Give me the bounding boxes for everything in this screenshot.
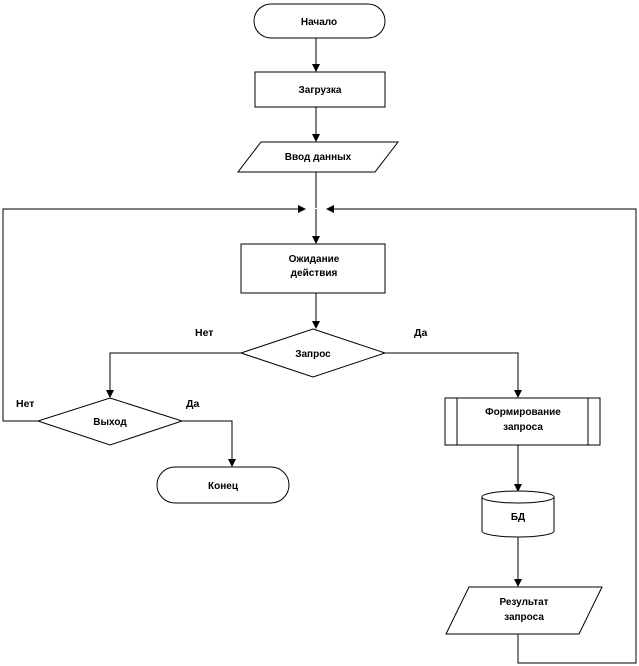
- connector-exit-yes: [182, 420, 236, 467]
- connector-exit-no-loop: [2, 205, 306, 422]
- exit-yes-label: Да: [186, 398, 199, 410]
- query-label: Запрос: [295, 349, 331, 360]
- form-label-line2: запроса: [503, 422, 543, 433]
- input-data-parallelogram: Ввод данных: [236, 141, 400, 173]
- wait-process: Ожидание действия: [240, 243, 386, 294]
- db-label: БД: [511, 512, 525, 523]
- end-label: Конец: [208, 481, 239, 492]
- form-query-subprocess: Формирование запроса: [444, 397, 601, 446]
- start-label: Начало: [301, 17, 337, 28]
- connector-query-no: [106, 352, 241, 398]
- query-decision: Запрос: [239, 328, 387, 378]
- query-yes-label: Да: [414, 327, 427, 339]
- connector-result-loop: [326, 205, 637, 664]
- end-terminator: Конец: [156, 466, 290, 504]
- wait-label-line1: Ожидание: [289, 254, 340, 265]
- connector-query-yes: [385, 352, 522, 398]
- load-label: Загрузка: [299, 85, 342, 96]
- result-label-line2: запроса: [504, 612, 544, 623]
- load-process: Загрузка: [254, 71, 386, 108]
- input-label: Ввод данных: [285, 152, 352, 163]
- result-label-line1: Результат: [499, 597, 548, 608]
- exit-decision: Выход: [36, 397, 184, 446]
- connectors: [2, 38, 637, 664]
- database-cylinder: БД: [481, 490, 555, 538]
- start-terminator: Начало: [253, 3, 386, 39]
- exit-no-label: Нет: [16, 398, 34, 410]
- query-no-label: Нет: [195, 327, 213, 339]
- exit-label: Выход: [93, 417, 127, 428]
- form-label-line1: Формирование: [485, 407, 561, 418]
- result-parallelogram: Результат запроса: [445, 586, 603, 635]
- wait-label-line2: действия: [291, 268, 338, 279]
